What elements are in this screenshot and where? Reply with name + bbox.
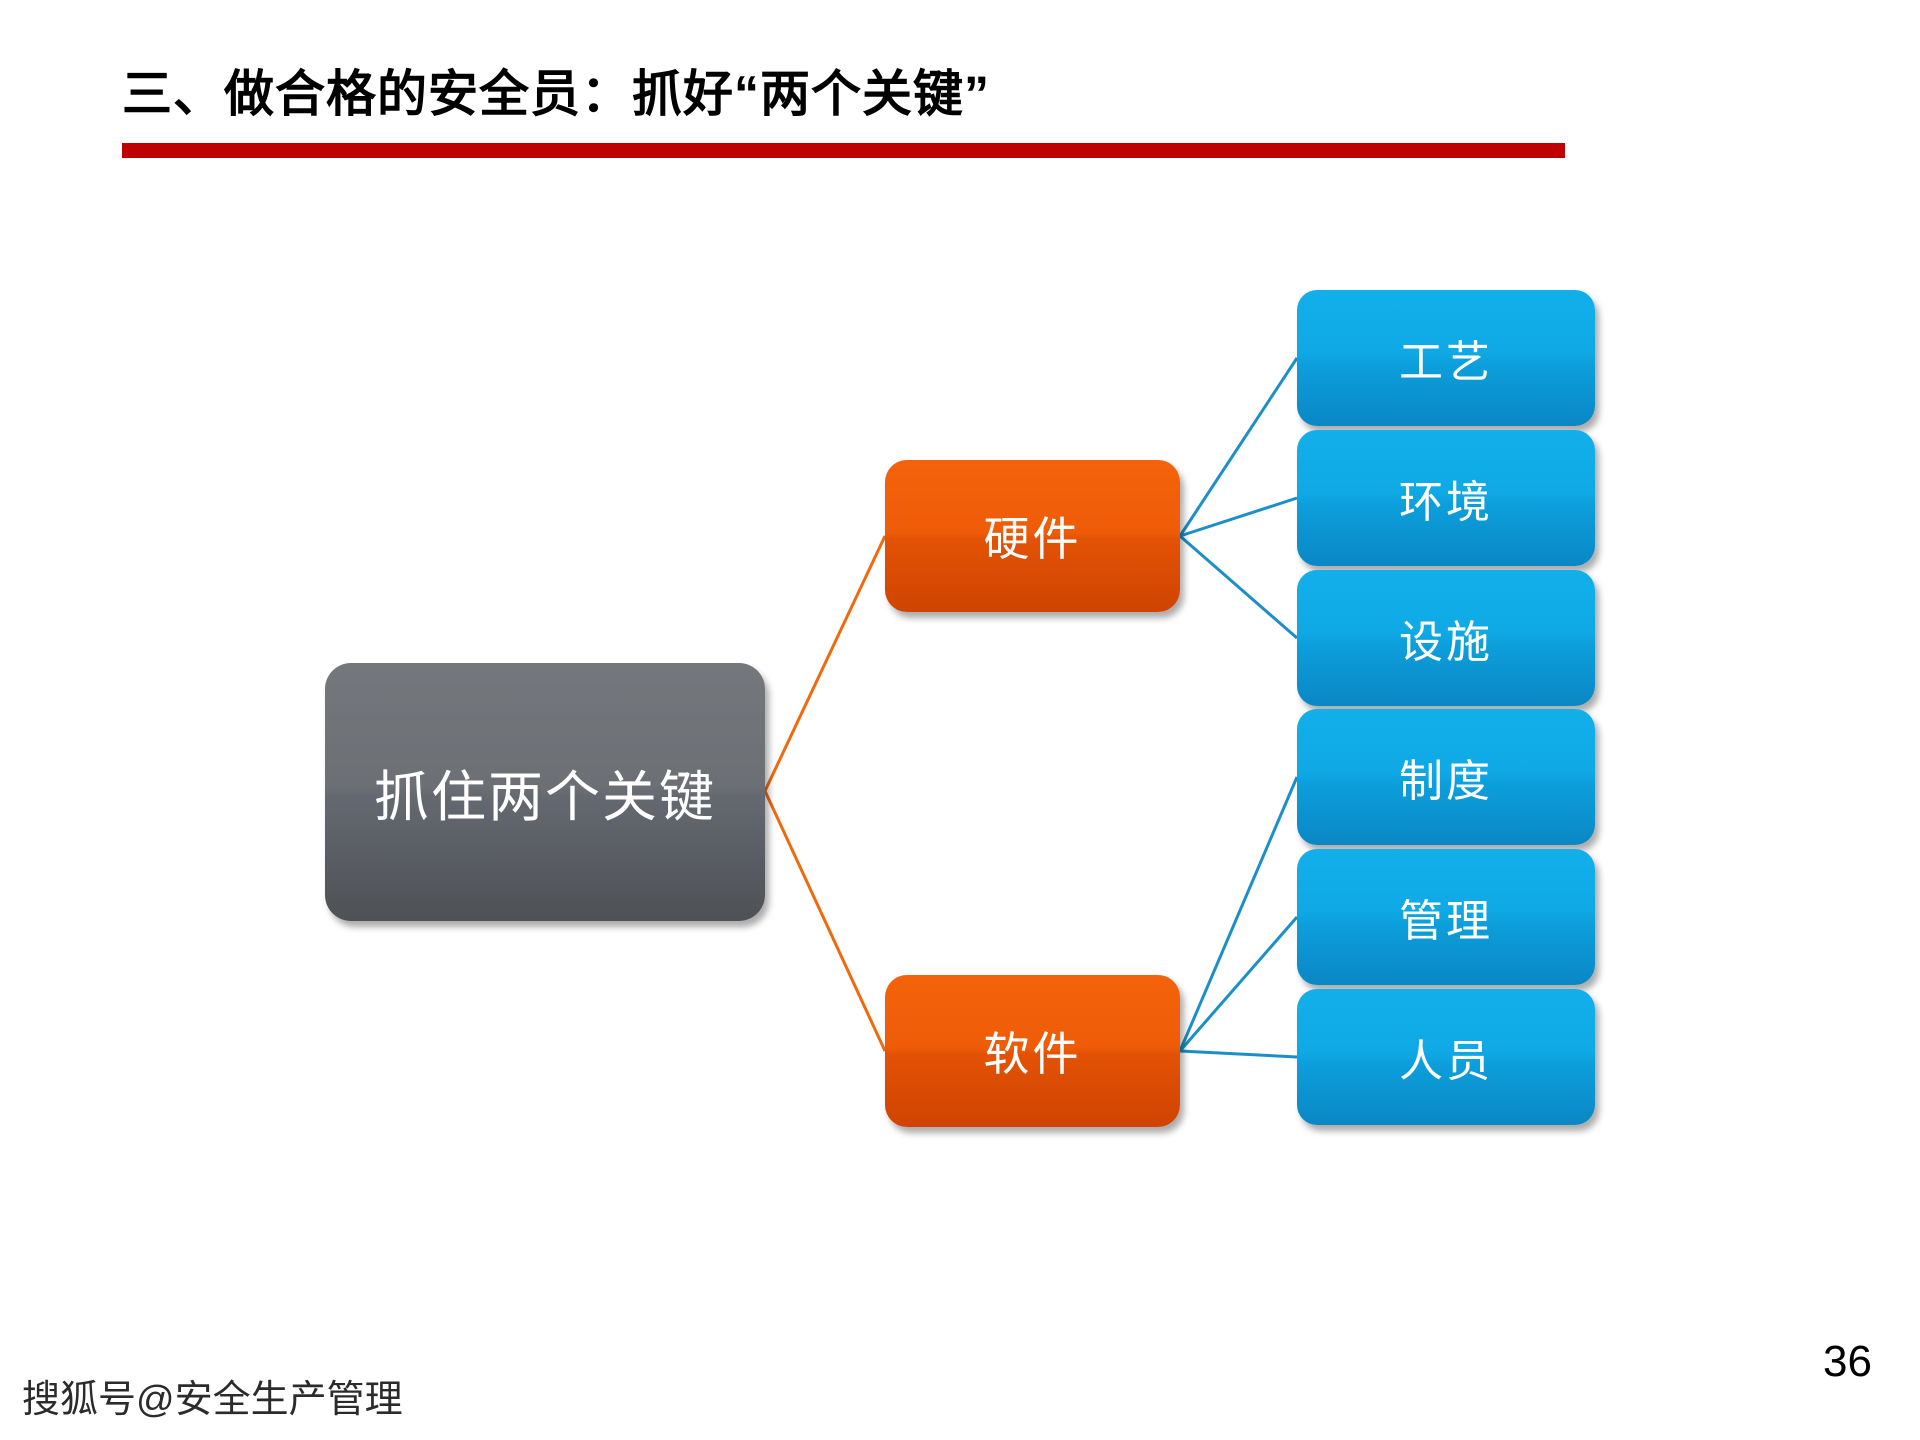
node-root-two-keys[interactable]: 抓住两个关键 [325,663,765,921]
node-leaf-process[interactable]: 工艺 [1297,290,1595,426]
hardware-leaf-connectors [1178,357,1299,640]
node-leaf-environment-label: 环境 [1399,478,1493,527]
node-leaf-management-label: 管理 [1399,897,1493,946]
connector-software-to-personnel [1179,1049,1298,1059]
node-leaf-personnel[interactable]: 人员 [1297,989,1595,1125]
node-leaf-facility[interactable]: 设施 [1297,570,1595,706]
node-leaf-system[interactable]: 制度 [1297,709,1595,845]
node-branch-software-label: 软件 [983,1028,1082,1080]
node-branch-software[interactable]: 软件 [885,975,1180,1127]
node-root-label: 抓住两个关键 [373,766,716,828]
connector-root-to-hardware [763,535,887,792]
node-leaf-management[interactable]: 管理 [1297,849,1595,985]
connector-hardware-to-process [1178,357,1299,537]
root-branch-connectors [763,535,887,1052]
node-leaf-process-label: 工艺 [1399,338,1493,387]
title-underline-rule [122,143,1565,158]
connector-hardware-to-facility [1179,534,1298,640]
connector-software-to-management [1178,916,1299,1052]
node-leaf-personnel-label: 人员 [1399,1037,1493,1086]
node-leaf-environment[interactable]: 环境 [1297,430,1595,566]
watermark-text: 搜狐号@安全生产管理 [22,1379,403,1421]
software-leaf-connectors [1178,776,1299,1059]
page-title: 三、做合格的安全员：抓好“两个关键” [122,66,990,122]
page-number: 36 [1823,1337,1872,1386]
connector-software-to-system [1178,776,1299,1052]
connector-hardware-to-environment [1179,496,1298,538]
connector-root-to-software [763,790,887,1052]
node-leaf-facility-label: 设施 [1399,618,1493,667]
node-branch-hardware[interactable]: 硬件 [885,460,1180,612]
node-leaf-system-label: 制度 [1399,757,1493,806]
node-branch-hardware-label: 硬件 [983,513,1082,565]
